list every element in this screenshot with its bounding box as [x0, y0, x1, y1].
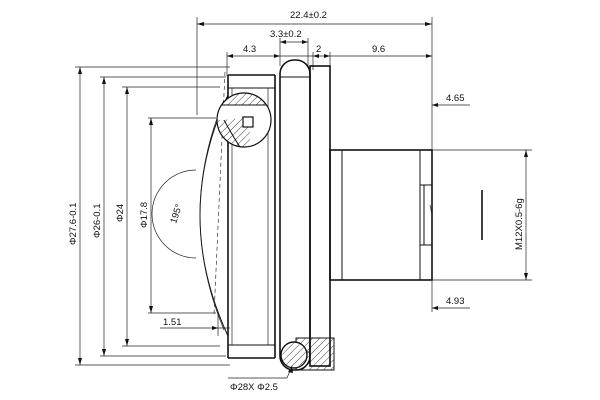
dim-mount-length-text: 9.6 [372, 44, 385, 55]
dim-front-length-text: 4.3 [243, 44, 256, 55]
dim-overall-length: 22.4±0.2 [196, 10, 433, 150]
dim-right-side: 4.65 4.93 M12X0.5-6g [431, 93, 532, 312]
dim-d-17-8-text: Φ17.8 [139, 202, 150, 228]
dim-thread-text: M12X0.5-6g [514, 198, 525, 250]
dim-overall-length-text: 22.4±0.2 [290, 10, 327, 21]
dim-d-body-text: Φ26-0.1 [92, 203, 103, 238]
fov-annotation: 195° [151, 169, 197, 259]
dim-flange-width: 3.3±0.2 [270, 29, 309, 66]
dim-bottom-offset-text: 4.93 [446, 296, 465, 307]
oring-callout-text: Φ28X Φ2.5 [230, 382, 278, 393]
dim-flange-width-text: 3.3±0.2 [270, 29, 302, 40]
dim-d-24-text: Φ24 [115, 204, 126, 222]
dim-gap-text: 2 [316, 44, 321, 55]
lens-mount-barrel [329, 149, 433, 281]
lens-dome [199, 71, 229, 337]
dim-diameters-left: Φ27.6-0.1 Φ26-0.1 Φ24 Φ17.8 [68, 66, 230, 366]
dim-front-offset-text: 1.51 [163, 317, 182, 328]
dim-top-offset-text: 4.65 [446, 93, 465, 104]
oring-flange [279, 59, 335, 371]
dim-d-outer-text: Φ27.6-0.1 [68, 203, 79, 245]
oring-callout: Φ28X Φ2.5 [228, 365, 293, 393]
dim-front-offset: 1.51 [160, 312, 230, 336]
detail-section [216, 92, 272, 148]
fov-label-text: 195° [168, 203, 185, 225]
